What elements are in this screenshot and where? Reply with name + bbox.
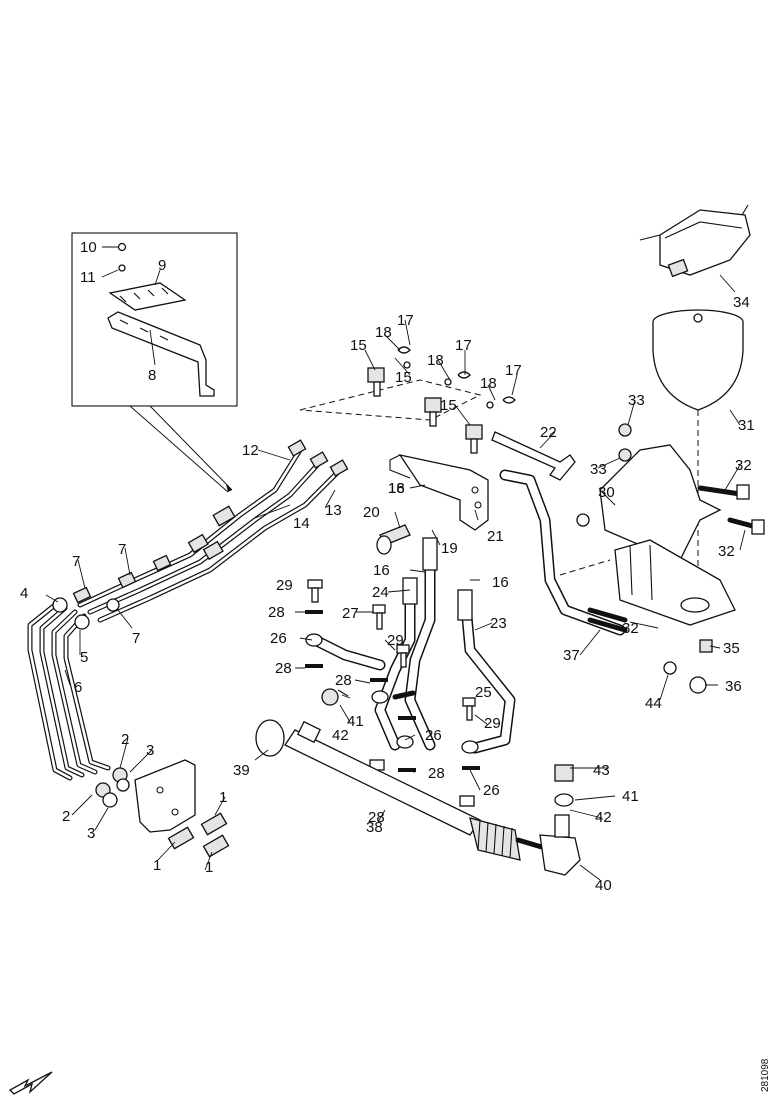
- callout-label: 44: [645, 695, 662, 712]
- callout-label: 40: [595, 877, 612, 894]
- callout-label: 28: [368, 809, 385, 826]
- callout-label: 18: [388, 480, 405, 497]
- pipe-bundle: [27, 439, 349, 781]
- callout-label: 2: [121, 731, 129, 748]
- steering-cylinder: [255, 719, 581, 876]
- callout-label: 36: [725, 678, 742, 695]
- callout-label: 28: [275, 660, 292, 677]
- callout-label: 29: [484, 715, 501, 732]
- callout-label: 28: [428, 765, 445, 782]
- callout-label: 3: [146, 742, 154, 759]
- callout-label: 38: [366, 819, 383, 836]
- callout-label: 29: [276, 577, 293, 594]
- callout-label: 4: [20, 585, 28, 602]
- callout-labels: 1 1 1 2 2 3 3 4 5 6 7 7 7 8 9 10 11 12 1…: [20, 239, 755, 894]
- document-id: 281098: [760, 1058, 771, 1092]
- callout-label: 18: [480, 375, 497, 392]
- callout-label: 30: [598, 484, 615, 501]
- callout-label: 15: [395, 369, 412, 386]
- callout-label: 16: [388, 480, 405, 497]
- callout-label: 1: [219, 789, 227, 806]
- accumulator-assembly: [559, 204, 765, 694]
- callout-label: 8: [148, 367, 156, 384]
- callout-label: 15: [350, 337, 367, 354]
- callout-label: 26: [425, 727, 442, 744]
- callout-label: 24: [372, 584, 389, 601]
- washer-part: [118, 264, 126, 272]
- callout-label: 1: [205, 859, 213, 876]
- callout-label: 20: [363, 504, 380, 521]
- lower-bracket: [95, 759, 230, 858]
- callout-label: 22: [540, 424, 557, 441]
- pipe-unions: [72, 439, 349, 604]
- callout-label: 27: [342, 605, 359, 622]
- callout-label: 33: [628, 392, 645, 409]
- callout-label: 1: [153, 857, 161, 874]
- callout-label: 25: [475, 684, 492, 701]
- callout-label: 23: [490, 615, 507, 632]
- callout-label: 37: [563, 647, 580, 664]
- callout-label: 32: [735, 457, 752, 474]
- callout-label: 42: [595, 809, 612, 826]
- callout-label: 17: [455, 337, 472, 354]
- callout-label: 19: [441, 540, 458, 557]
- callout-label: 16: [492, 574, 509, 591]
- callout-label: 41: [622, 788, 639, 805]
- callout-label: 43: [593, 762, 610, 779]
- callout-label: 17: [505, 362, 522, 379]
- callout-label: 13: [325, 502, 342, 519]
- callout-label: 3: [87, 825, 95, 842]
- callout-label: 26: [270, 630, 287, 647]
- orientation-arrow-icon: [8, 1071, 53, 1095]
- callout-label: 32: [718, 543, 735, 560]
- callout-label: 34: [733, 294, 750, 311]
- clip-part: [108, 282, 187, 311]
- detail-inset: [71, 232, 238, 493]
- callout-label: 10: [80, 239, 97, 256]
- callout-label: 6: [74, 679, 82, 696]
- callout-label: 31: [738, 417, 755, 434]
- nut-part: [117, 242, 127, 252]
- callout-label: 16: [373, 562, 390, 579]
- callout-label: 9: [158, 257, 166, 274]
- callout-label: 7: [72, 553, 80, 570]
- callout-label: 29: [387, 632, 404, 649]
- callout-label: 35: [723, 640, 740, 657]
- callout-label: 41: [347, 713, 364, 730]
- callout-label: 42: [332, 727, 349, 744]
- callout-label: 5: [80, 649, 88, 666]
- callout-label: 18: [375, 324, 392, 341]
- small-parts: [305, 579, 480, 807]
- leader-lines: [45, 246, 746, 881]
- callout-label: 11: [80, 269, 96, 286]
- callout-label: 2: [62, 808, 70, 825]
- callout-label: 26: [483, 782, 500, 799]
- callout-label: 32: [622, 620, 639, 637]
- fittings-top: [367, 346, 516, 454]
- bracket-22: [491, 431, 576, 481]
- bracket-part: [107, 311, 215, 397]
- callout-label: 12: [242, 442, 259, 459]
- callout-label: 28: [268, 604, 285, 621]
- callout-label: 21: [487, 528, 504, 545]
- callout-label: 15: [440, 397, 457, 414]
- connector-hoses: [309, 469, 626, 754]
- callout-label: 28: [335, 672, 352, 689]
- callout-label: 33: [590, 461, 607, 478]
- callout-label: 7: [132, 630, 140, 647]
- callout-label: 14: [293, 515, 310, 532]
- callout-label: 18: [427, 352, 444, 369]
- callout-label: 39: [233, 762, 250, 779]
- callout-label: 7: [118, 541, 126, 558]
- callout-label: 17: [397, 312, 414, 329]
